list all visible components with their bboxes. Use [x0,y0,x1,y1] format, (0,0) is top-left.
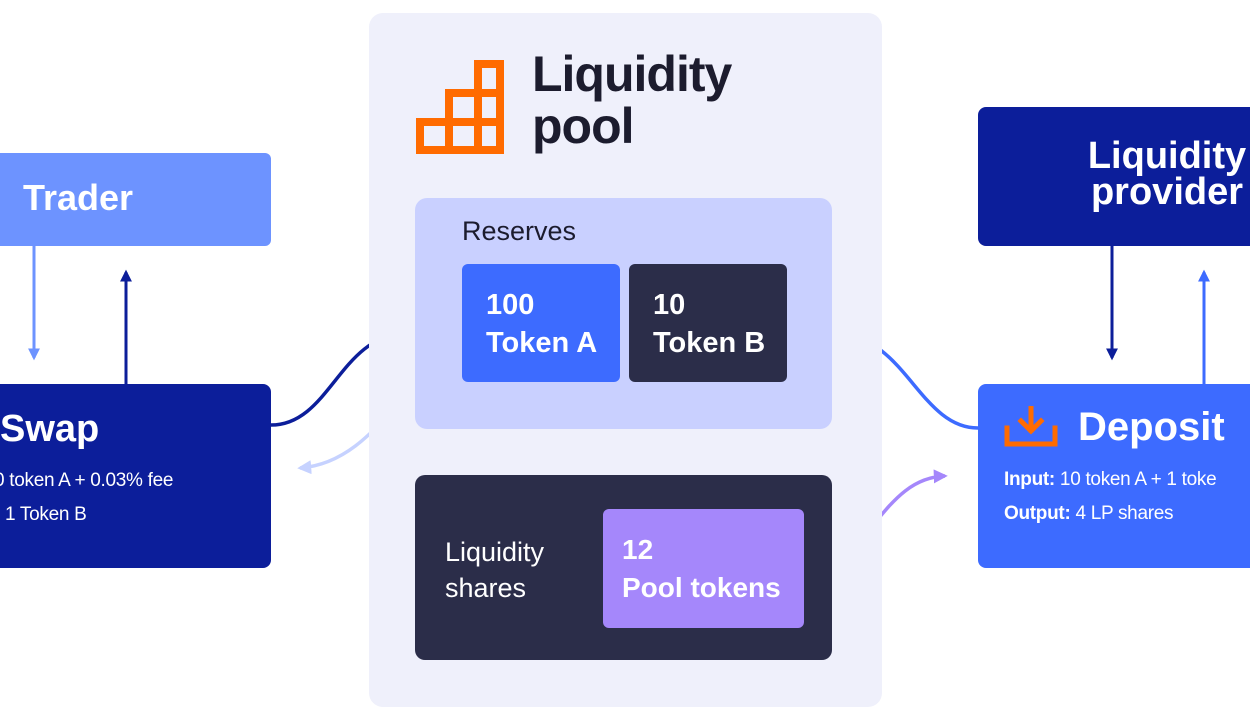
deposit-output-label: Output: [1004,503,1071,524]
token-a-card: 100 Token A [462,264,620,382]
liquidity-provider-box [978,107,1250,246]
token-a-name: Token A [486,327,598,359]
deposit-title: Deposit [1078,405,1225,449]
pool-title-line1: Liquidity [532,46,732,102]
deposit-output-line: Output: 4 LP shares [1004,497,1174,531]
swap-title: Swap [0,408,100,450]
pool-tokens-amount: 12 [622,534,654,565]
swap-input-value: 0 token A + 0.03% fee [0,470,174,491]
token-b-name: Token B [653,327,766,359]
swap-output-value: 1 Token B [0,504,87,525]
token-a-amount: 100 [486,289,535,321]
deposit-input-line: Input: 10 token A + 1 toke [1004,463,1217,497]
shares-label-line2: shares [445,573,527,603]
token-b-card: 10 Token B [629,264,787,382]
trader-label: Trader [23,177,134,218]
shares-label-line1: Liquidity [445,537,545,567]
deposit-input-label: Input: [1004,469,1055,490]
swap-input-line: 0 token A + 0.03% fee [0,464,271,498]
trader-box: Trader [0,153,271,246]
deposit-box [978,384,1250,568]
download-icon [1004,406,1058,447]
liquidity-shares-label: Liquidity shares [445,534,605,606]
pool-tokens-name: Pool tokens [622,572,781,603]
lp-label-line1: Liquidity [1087,135,1247,177]
pool-tokens-card: 12 Pool tokens [603,509,804,628]
deposit-output-value: 4 LP shares [1070,503,1174,524]
swap-output-line: : 1 Token B [0,498,271,532]
deposit-input-value: 10 token A + 1 toke [1054,469,1217,490]
token-b-amount: 10 [653,289,686,321]
reserves-label: Reserves [462,216,577,246]
logo-bars-icon [416,60,504,154]
pool-title-line2: pool [532,98,635,154]
swap-box: Swap 0 token A + 0.03% fee : 1 Token B [0,384,271,568]
liquidity-provider-label: Liquidity provider [1082,135,1250,213]
lp-label-line2: provider [1090,171,1244,213]
pool-title: Liquidity pool [532,46,732,154]
